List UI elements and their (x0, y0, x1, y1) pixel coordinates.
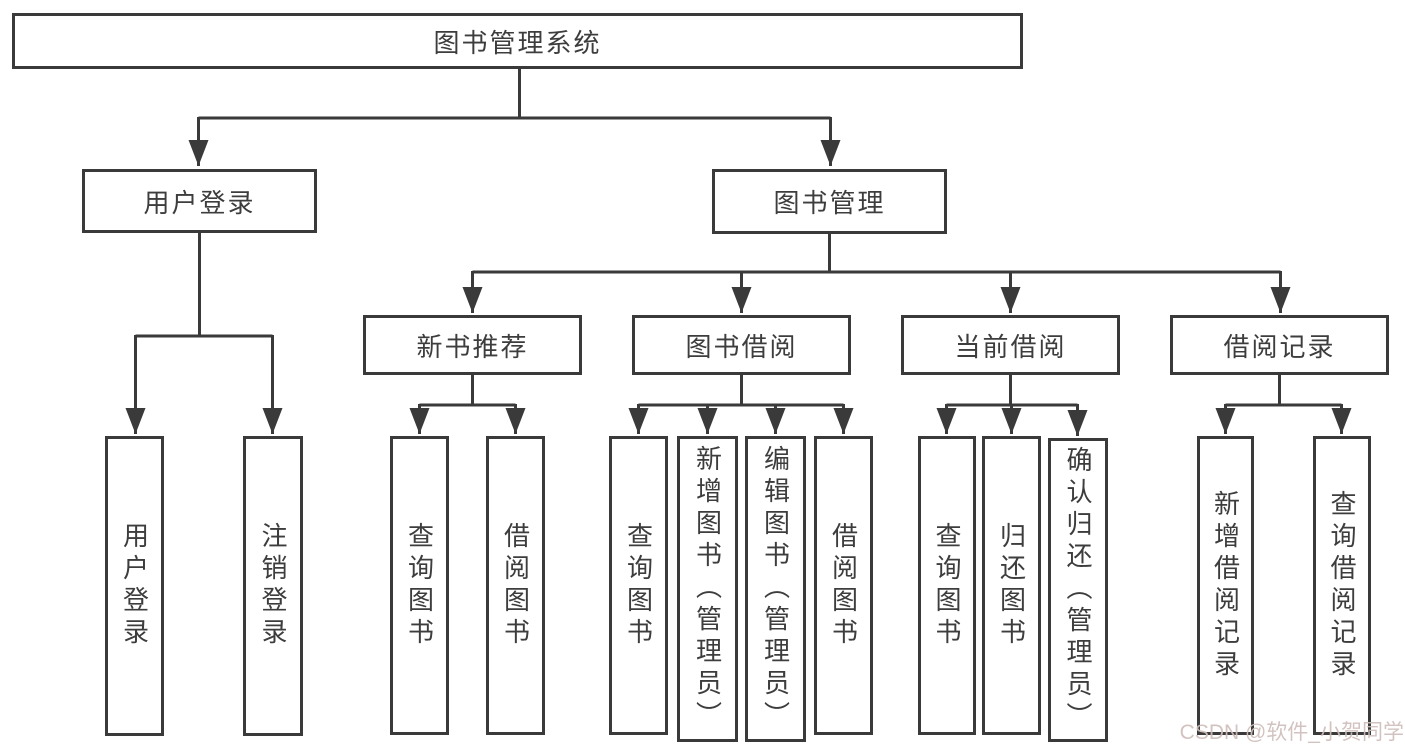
leaf-add-book-admin: 新增图书（管理员） (677, 436, 738, 742)
node-new-book-recommend: 新书推荐 (363, 315, 582, 375)
leaf-borrow-books-2: 借阅图书 (814, 436, 873, 735)
node-label: 用户登录 (143, 187, 256, 218)
leaf-user-login: 用户登录 (105, 436, 164, 736)
node-label: 图书管理系统 (433, 27, 602, 58)
leaf-return-books: 归还图书 (982, 436, 1041, 735)
node-label: 新增图书（管理员） (692, 445, 723, 733)
node-library-management-system: 图书管理系统 (12, 13, 1023, 69)
node-label: 查询图书 (932, 521, 962, 650)
node-label: 用户登录 (119, 522, 150, 650)
node-label: 借阅图书 (500, 521, 531, 650)
node-label: 图书借阅 (685, 331, 798, 362)
node-book-management: 图书管理 (712, 169, 947, 234)
leaf-borrow-books-recommend: 借阅图书 (486, 436, 545, 735)
node-user-login: 用户登录 (82, 169, 317, 233)
leaf-logout: 注销登录 (243, 436, 303, 736)
leaf-search-books-recommend: 查询图书 (390, 436, 449, 735)
leaf-search-books-borrow: 查询图书 (609, 436, 668, 735)
leaf-search-books-current: 查询图书 (918, 436, 976, 735)
node-label: 归还图书 (996, 521, 1027, 650)
node-label: 确认归还（管理员） (1063, 446, 1093, 734)
node-label: 图书管理 (773, 188, 886, 218)
node-label: 查询借阅记录 (1327, 489, 1357, 682)
node-label: 查询图书 (623, 521, 654, 650)
node-label: 借阅记录 (1223, 331, 1336, 362)
node-borrow-records: 借阅记录 (1170, 315, 1389, 375)
node-label: 编辑图书（管理员） (760, 445, 791, 733)
node-label: 新书推荐 (416, 331, 529, 362)
node-label: 借阅图书 (828, 521, 859, 650)
csdn-watermark: CSDN @软件_小贺同学 (1179, 721, 1404, 744)
node-label: 注销登录 (258, 522, 288, 650)
leaf-search-borrow-record: 查询借阅记录 (1313, 436, 1371, 735)
node-label: 当前借阅 (954, 331, 1067, 362)
leaf-add-borrow-record: 新增借阅记录 (1197, 436, 1254, 735)
leaf-edit-book-admin: 编辑图书（管理员） (745, 436, 806, 742)
node-label: 查询图书 (404, 521, 435, 650)
node-book-borrow: 图书借阅 (632, 315, 851, 375)
leaf-confirm-return-admin: 确认归还（管理员） (1048, 438, 1108, 742)
node-current-borrow: 当前借阅 (901, 315, 1120, 375)
node-label: 新增借阅记录 (1210, 489, 1241, 682)
